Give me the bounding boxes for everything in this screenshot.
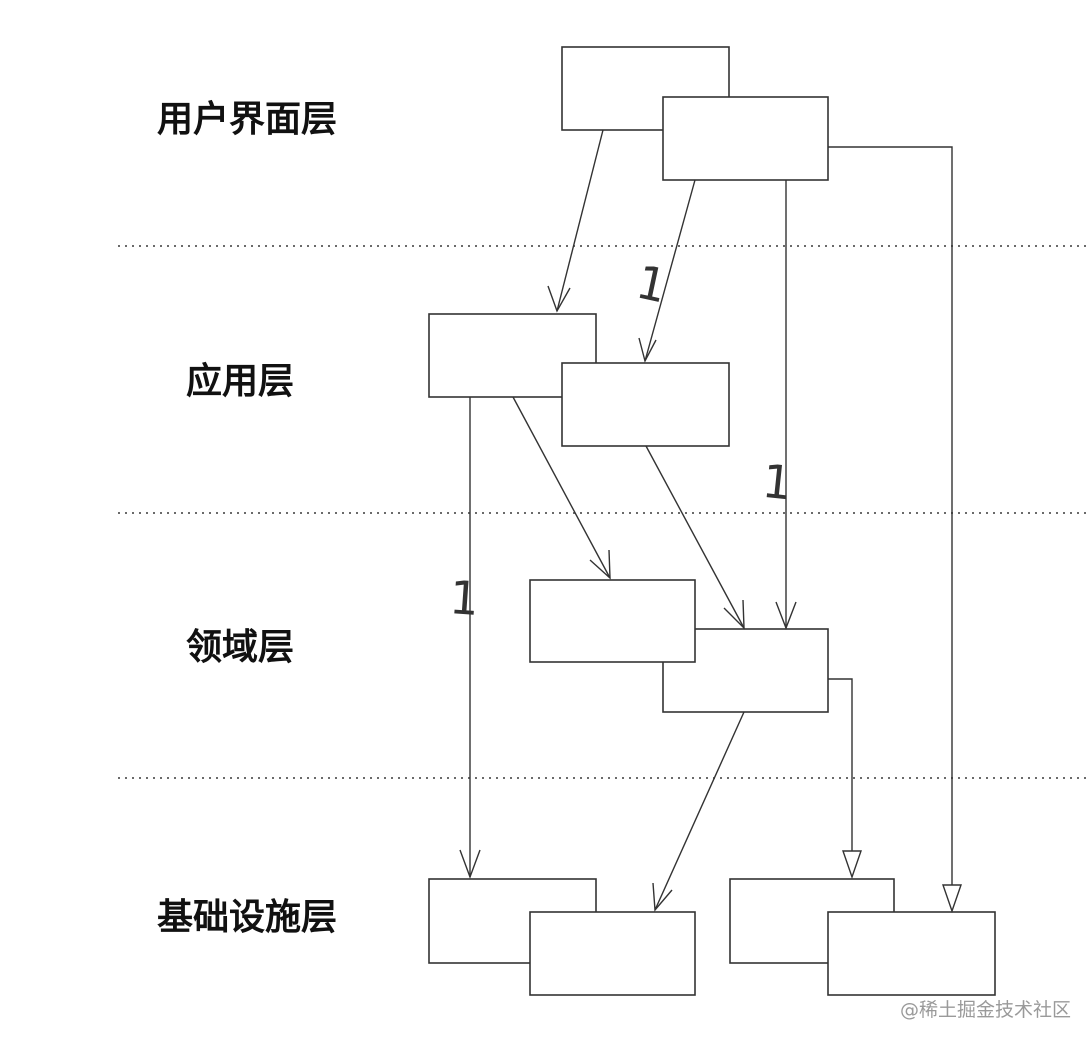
layer-label-application: 应用层 (186, 361, 294, 402)
arrowhead-open (723, 599, 745, 630)
arrowhead-open (775, 601, 797, 630)
arrowhead-open (638, 337, 657, 363)
arrowhead-open (459, 849, 481, 880)
infra-box-left-front (529, 911, 696, 996)
multiplicity-label: 1 (448, 570, 481, 626)
edge-app-left-to-domain (512, 396, 611, 579)
domain-box-front (529, 579, 696, 663)
watermark-text: @稀土掘金技术社区 (900, 999, 1071, 1021)
edge-app-right-to-domain (645, 445, 745, 629)
arrowhead-open (547, 285, 571, 313)
infra-box-right-front (827, 911, 996, 996)
arrowhead-open (589, 549, 611, 580)
arrowhead-triangle (842, 850, 862, 880)
arrowhead-triangle (942, 884, 962, 914)
app-box-front (561, 362, 730, 447)
edge-domain-to-infra-left (654, 711, 745, 911)
edge-ui-to-app-left (556, 129, 604, 312)
arrowhead-open (652, 882, 673, 912)
multiplicity-label: 1 (632, 255, 672, 314)
edge-ui-to-infra-right (828, 146, 953, 885)
layer-label-infrastructure: 基础设施层 (157, 897, 337, 938)
edge-domain-to-infra-right (828, 678, 853, 851)
edge-ui-to-app-right (644, 179, 696, 362)
layer-label-ui: 用户界面层 (157, 99, 337, 140)
ui-box-front (662, 96, 829, 181)
multiplicity-label: 1 (760, 454, 795, 511)
layer-label-domain: 领域层 (186, 627, 294, 668)
